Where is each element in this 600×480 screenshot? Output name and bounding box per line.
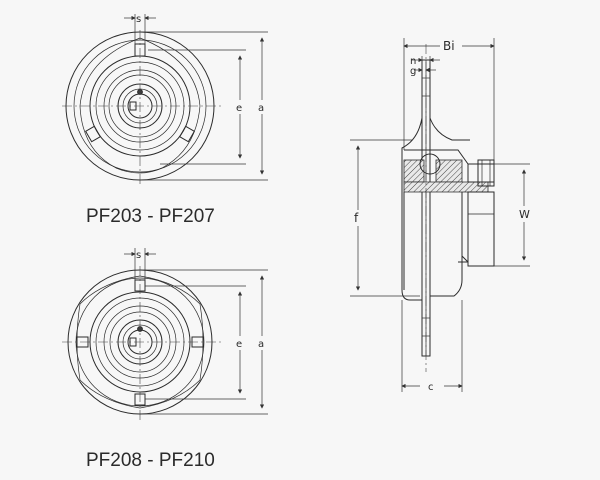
dim-label-e: e xyxy=(236,103,242,114)
front-view-top xyxy=(62,30,222,184)
dim-label-e: e xyxy=(236,339,242,350)
section-view xyxy=(401,44,495,372)
dimensions-section: Bi n g f W c xyxy=(350,38,530,393)
dim-label-s: s xyxy=(136,250,141,261)
caption-bottom: PF208 - PF210 xyxy=(86,450,215,471)
dim-label-w: W xyxy=(519,208,530,221)
dim-label-s: s xyxy=(136,14,141,25)
dim-label-g: g xyxy=(410,66,416,77)
dim-label-n: n xyxy=(410,56,416,67)
dim-label-a: a xyxy=(258,103,264,114)
dim-label-a: a xyxy=(258,339,264,350)
dim-label-c: c xyxy=(428,382,434,393)
front-view-bottom xyxy=(62,266,222,420)
dim-label-bi: Bi xyxy=(443,39,455,53)
dimensions-bottom: s e a xyxy=(124,248,268,415)
caption-top: PF203 - PF207 xyxy=(86,206,215,227)
dimensions-top: s e a xyxy=(124,14,268,181)
dim-label-f: f xyxy=(354,211,359,225)
